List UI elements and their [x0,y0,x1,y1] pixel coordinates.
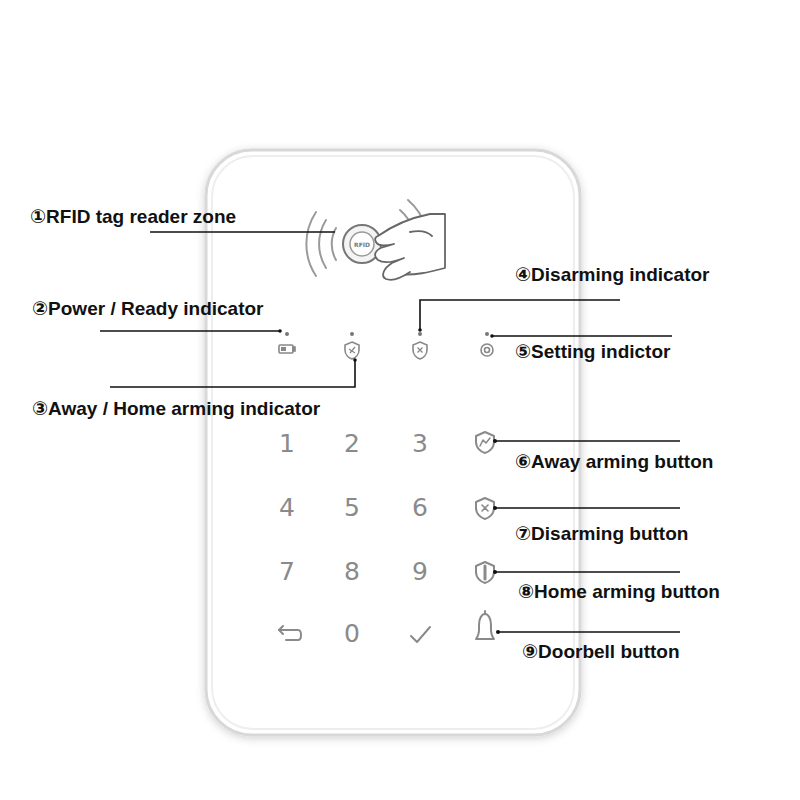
callout-label: ⑨Doorbell button [522,641,680,663]
key-digit: 2 [344,430,360,458]
callout-label: ⑦Disarming button [515,523,688,545]
key-digit: 8 [344,558,360,586]
indicator-icons [279,342,493,359]
key-symbols [279,432,494,642]
callout-label: ③Away / Home arming indicator [32,398,320,420]
callout-label: ⑤Setting indictor [515,341,670,363]
key-digit: 5 [344,494,360,522]
callout-label: ②Power / Ready indicator [32,298,263,320]
indicator-dots [285,332,489,336]
key-digit: 3 [412,430,428,458]
tag-text: RFID [354,241,370,248]
leader-lines [100,232,680,632]
callout-label: ⑧Home arming button [518,581,720,603]
key-digit: 4 [279,494,295,522]
callout-label: ④Disarming indicator [515,264,710,286]
hand-drawing [375,214,445,280]
leader-ends [278,328,500,634]
key-digit: 6 [412,494,428,522]
key-digit: 0 [344,620,360,648]
key-digit: 7 [279,558,295,586]
callout-label: ①RFID tag reader zone [30,206,236,228]
rfid-tag-center [350,232,374,256]
key-digit: 9 [412,558,428,586]
housing-inner-edge [212,156,574,729]
callout-label: ⑥Away arming button [515,451,713,473]
key-digit: 1 [279,430,295,458]
